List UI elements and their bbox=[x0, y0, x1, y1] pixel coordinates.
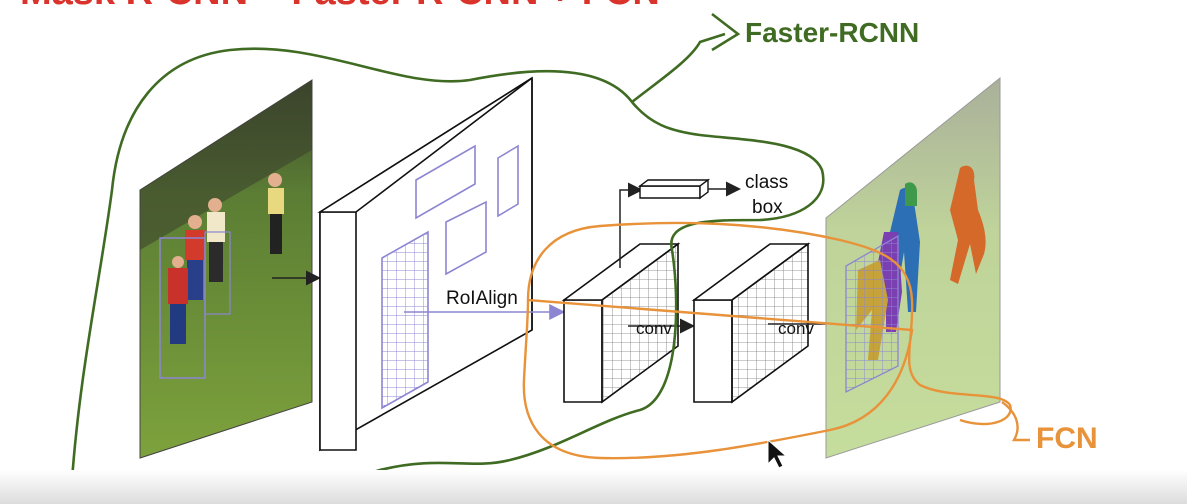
backbone-feature-map bbox=[317, 76, 533, 452]
faster-rcnn-arrowhead bbox=[711, 12, 741, 52]
fc-layer bbox=[637, 178, 711, 200]
roialign-label: RoIAlign bbox=[446, 288, 518, 309]
fcn-outline bbox=[522, 221, 1012, 460]
class-label: class bbox=[745, 172, 788, 193]
fcn-arrowhead bbox=[1001, 401, 1030, 442]
faster-rcnn-label: Faster-RCNN bbox=[745, 17, 919, 48]
output-mask-image bbox=[825, 76, 1001, 459]
input-image bbox=[139, 79, 313, 459]
head-feature-map-1 bbox=[561, 242, 681, 404]
bottom-shadow-bar bbox=[0, 470, 1187, 504]
conv-label-2: conv bbox=[778, 319, 814, 338]
diagram-title: Mask R-CNN = Faster R-CNN + FCN bbox=[20, 0, 660, 13]
cls-box-branch bbox=[619, 182, 643, 268]
head-feature-map-2 bbox=[691, 242, 811, 404]
mouse-pointer-icon bbox=[767, 438, 788, 469]
conv-label-1: conv bbox=[636, 319, 672, 338]
fcn-label: FCN bbox=[1036, 422, 1098, 455]
box-label: box bbox=[752, 197, 783, 218]
